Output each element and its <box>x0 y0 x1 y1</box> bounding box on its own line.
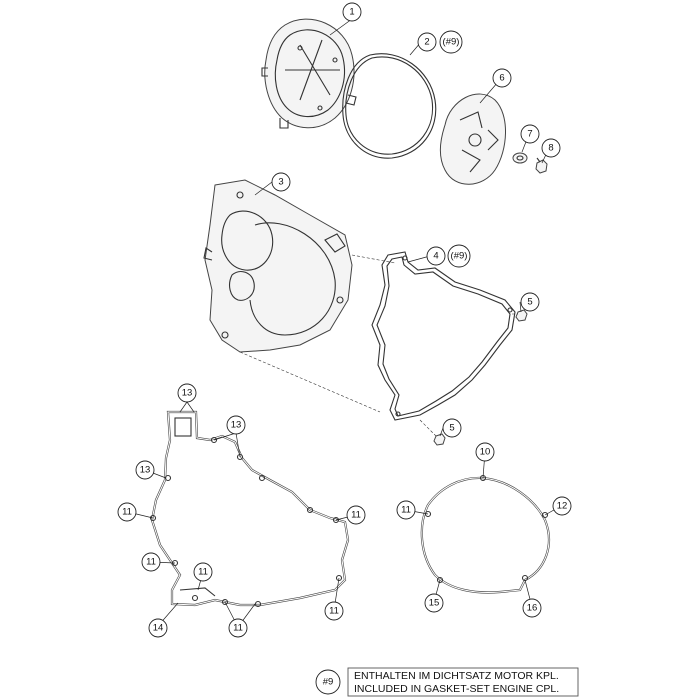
svg-text:16: 16 <box>527 603 538 614</box>
callout-11-f: 11 <box>346 505 366 525</box>
callout-8: 8 <box>541 138 561 158</box>
callout-13-left: 13 <box>135 460 155 480</box>
note-line-de: ENTHALTEN IM DICHTSATZ MOTOR KPL. <box>354 670 559 682</box>
washer-part <box>512 152 528 164</box>
gasket-set-note: #9 ENTHALTEN IM DICHTSATZ MOTOR KPL. INC… <box>315 667 579 697</box>
svg-text:14: 14 <box>153 623 164 634</box>
callout-1: 1 <box>342 2 362 22</box>
svg-text:5: 5 <box>527 297 532 308</box>
callout-4-ref: (#9) <box>447 244 471 268</box>
note-box <box>347 667 579 697</box>
svg-text:7: 7 <box>527 129 532 140</box>
callout-14: 14 <box>148 618 168 638</box>
callout-13-top: 13 <box>177 383 197 403</box>
svg-text:2: 2 <box>424 37 429 48</box>
svg-text:11: 11 <box>329 606 339 617</box>
bolt-part-lower <box>433 433 446 446</box>
svg-text:8: 8 <box>548 143 553 154</box>
housing-gasket-part <box>371 251 516 421</box>
callout-4: 4 <box>426 246 446 266</box>
svg-text:13: 13 <box>140 465 151 476</box>
inner-cover-plate-part <box>440 93 506 185</box>
callout-11-d: 11 <box>228 618 248 638</box>
alignment-line <box>239 351 381 413</box>
callout-5-upper: 5 <box>520 292 540 312</box>
note-ref-badge: #9 <box>315 669 341 695</box>
svg-text:3: 3 <box>278 177 283 188</box>
svg-text:12: 12 <box>557 501 568 512</box>
callout-2-ref: (#9) <box>439 30 463 54</box>
callout-13-right: 13 <box>226 415 246 435</box>
svg-text:13: 13 <box>231 420 242 431</box>
bolt-part-upper <box>515 309 528 322</box>
callout-2: 2 <box>417 32 437 52</box>
clutch-housing-part <box>203 179 353 353</box>
svg-text:11: 11 <box>122 507 132 518</box>
callout-11-g: 11 <box>396 500 416 520</box>
callout-6: 6 <box>492 68 512 88</box>
clutch-cover-part <box>261 18 357 129</box>
svg-text:(#9): (#9) <box>451 251 468 262</box>
alignment-line <box>419 419 438 438</box>
engine-case-gasket-part <box>149 410 350 608</box>
callout-15: 15 <box>424 593 444 613</box>
svg-text:1: 1 <box>349 7 354 18</box>
callout-7: 7 <box>520 124 540 144</box>
svg-text:11: 11 <box>146 557 156 568</box>
callout-10: 10 <box>475 442 495 462</box>
callout-5-lower: 5 <box>442 418 462 438</box>
svg-text:5: 5 <box>449 423 454 434</box>
svg-text:6: 6 <box>499 73 504 84</box>
svg-text:13: 13 <box>182 388 193 399</box>
cover-o-ring-part <box>342 53 437 159</box>
svg-text:11: 11 <box>233 623 243 634</box>
svg-text:15: 15 <box>429 598 440 609</box>
callout-11-b: 11 <box>141 552 161 572</box>
svg-text:11: 11 <box>351 510 361 521</box>
callout-3: 3 <box>271 172 291 192</box>
callout-12: 12 <box>552 496 572 516</box>
alignment-line <box>351 254 396 264</box>
svg-text:11: 11 <box>401 505 411 516</box>
callout-16: 16 <box>522 598 542 618</box>
callout-11-a: 11 <box>117 502 137 522</box>
note-line-en: INCLUDED IN GASKET-SET ENGINE CPL. <box>354 683 559 695</box>
svg-text:11: 11 <box>198 567 208 578</box>
callout-11-c: 11 <box>193 562 213 582</box>
note-ref-text: #9 <box>323 677 334 688</box>
svg-text:4: 4 <box>433 251 438 262</box>
svg-text:(#9): (#9) <box>443 37 460 48</box>
callout-11-e: 11 <box>324 601 344 621</box>
screw-part <box>535 157 548 174</box>
svg-text:10: 10 <box>480 447 491 458</box>
cover-gasket-part <box>420 474 550 594</box>
